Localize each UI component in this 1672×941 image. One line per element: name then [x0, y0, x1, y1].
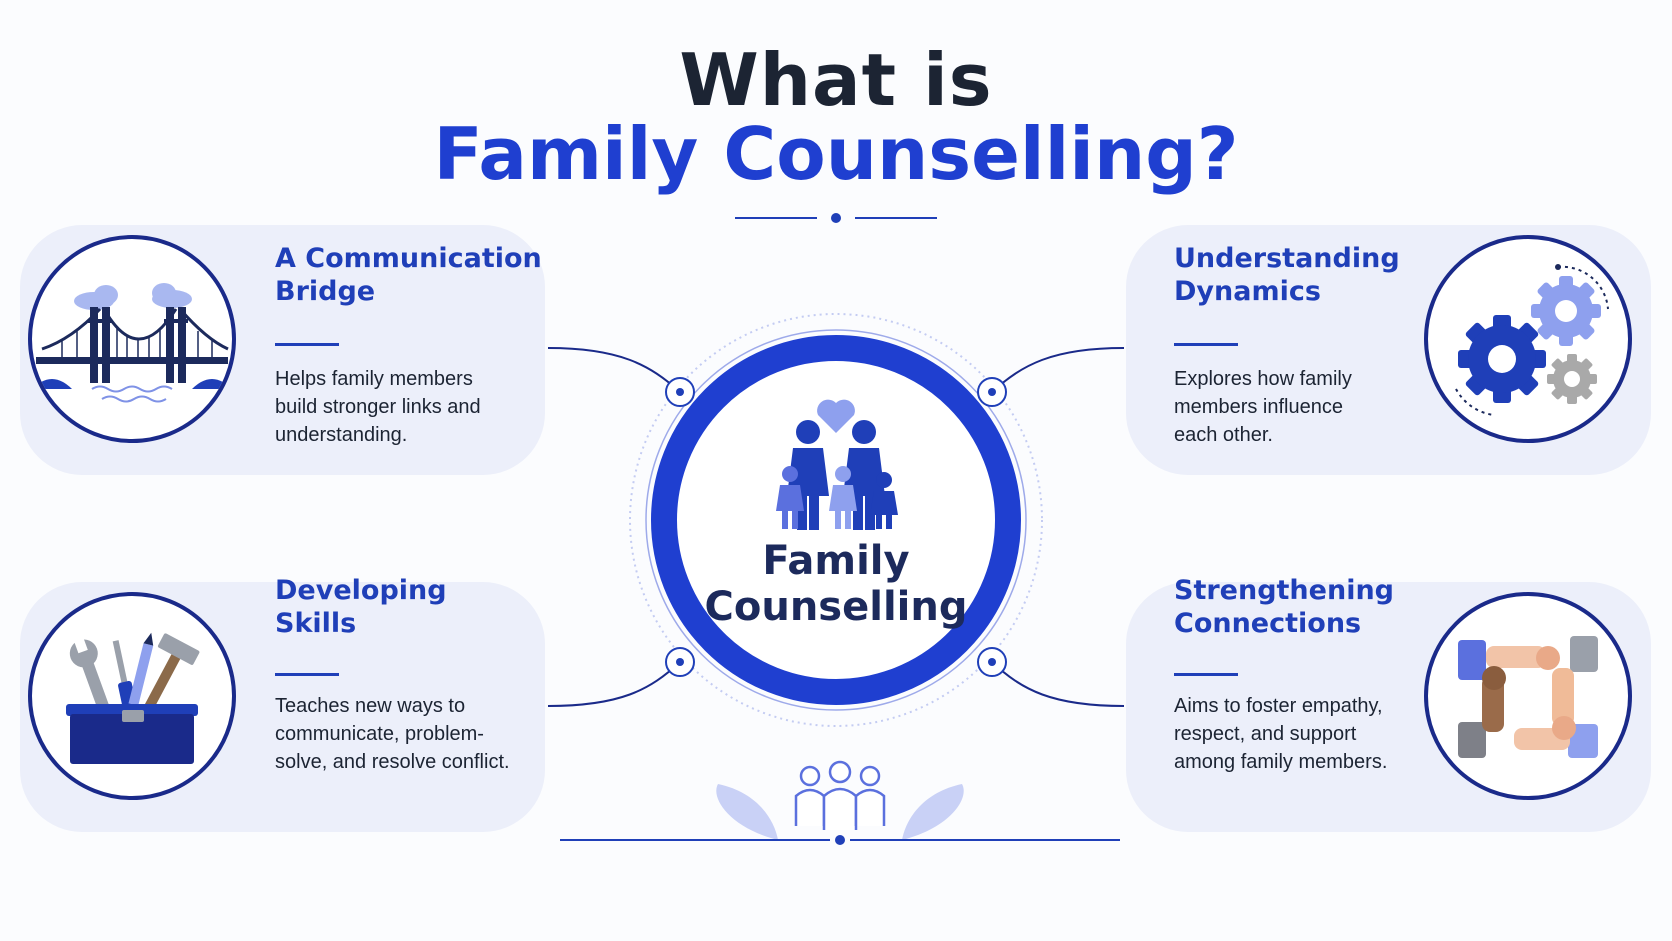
card-description: Teaches new ways to communicate, problem…: [275, 695, 510, 773]
card-description: Helps family members build stronger link…: [275, 368, 481, 446]
toolbox-icon: [28, 592, 236, 800]
card-rule: [275, 343, 339, 346]
card-understanding-dynamics: Understanding Dynamics Explores how fami…: [1126, 225, 1651, 475]
card-description: Explores how family members influence ea…: [1174, 368, 1352, 446]
card-strengthening-connections: Strengthening Connections Aims to foster…: [1126, 575, 1651, 832]
card-title: A Communication Bridge: [275, 243, 542, 307]
card-title: Developing Skills: [275, 575, 447, 639]
card-communication-bridge: A Communication Bridge Helps family memb…: [20, 225, 545, 475]
joined-hands-icon: [1424, 592, 1632, 800]
center-label: Family Counselling: [686, 538, 986, 630]
card-rule: [1174, 343, 1238, 346]
page-title-line-2: Family Counselling?: [433, 112, 1239, 196]
card-description: Aims to foster empathy, respect, and sup…: [1174, 695, 1388, 773]
page-title-line-1: What is: [679, 38, 993, 122]
card-developing-skills: Developing Skills Teaches new ways to co…: [20, 575, 545, 832]
card-title: Strengthening Connections: [1174, 575, 1394, 639]
bridge-icon: [28, 235, 236, 443]
footer-people-divider: [560, 760, 1120, 845]
center-label-line-1: Family: [762, 538, 910, 584]
title-divider: [735, 213, 937, 223]
card-title: Understanding Dynamics: [1174, 243, 1400, 307]
card-rule: [1174, 673, 1238, 676]
card-rule: [275, 673, 339, 676]
gears-icon: [1424, 235, 1632, 443]
center-label-line-2: Counselling: [704, 584, 968, 630]
family-icon: [776, 399, 898, 530]
